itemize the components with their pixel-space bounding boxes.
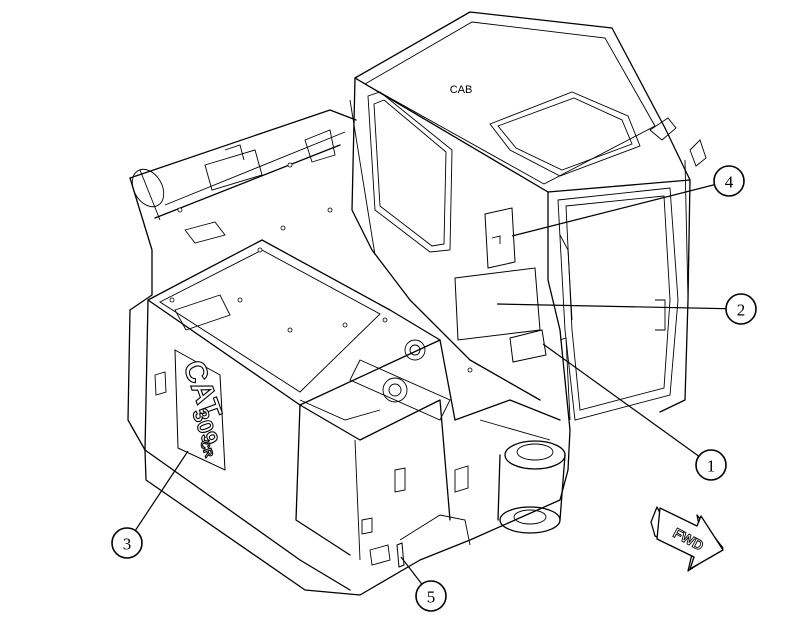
svg-text:CR: CR	[197, 438, 216, 459]
callout-5-label: 5	[427, 588, 436, 607]
decal-1	[509, 329, 547, 363]
model-suffix: CR	[197, 438, 217, 460]
callout-1: 1	[695, 449, 727, 481]
callout-leaders	[126, 180, 742, 597]
callout-5: 5	[415, 580, 447, 612]
cab	[349, 11, 707, 471]
callout-2-label: 2	[737, 301, 746, 320]
cab-label: CAB	[450, 84, 473, 96]
decals	[174, 207, 547, 568]
bolt-heads	[169, 162, 473, 373]
fwd-arrow: FWD	[650, 506, 724, 572]
upper-structure	[127, 109, 569, 596]
callout-4: 4	[713, 165, 745, 197]
callout-2: 2	[725, 293, 757, 325]
callout-3: 3	[111, 527, 143, 559]
callout-4-label: 4	[725, 173, 734, 192]
decal-5	[396, 542, 405, 568]
decal-3-logo-plate	[174, 349, 226, 471]
callout-1-label: 1	[707, 457, 716, 476]
callout-3-label: 3	[123, 535, 132, 554]
